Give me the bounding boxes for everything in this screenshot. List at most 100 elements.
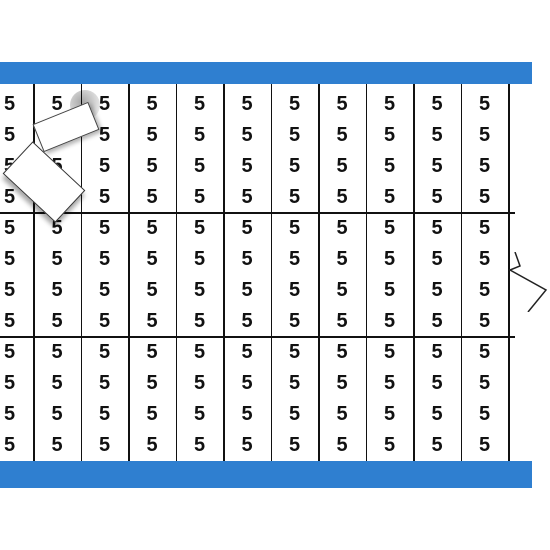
label-digit: 5 xyxy=(3,403,16,425)
label-digit: 5 xyxy=(3,434,16,456)
label-digit: 5 xyxy=(146,93,158,115)
label-digit: 5 xyxy=(146,155,158,177)
label-digit: 5 xyxy=(478,341,491,363)
label-digit: 5 xyxy=(478,93,491,115)
label-digit: 5 xyxy=(146,124,158,146)
card-top-band xyxy=(0,62,532,84)
label-digit: 5 xyxy=(336,341,348,363)
label-digit: 5 xyxy=(288,93,301,115)
label-digit: 5 xyxy=(241,341,253,363)
label-digit: 5 xyxy=(3,186,16,208)
label-digit: 5 xyxy=(431,186,443,208)
label-digit: 5 xyxy=(431,434,443,456)
label-digit: 5 xyxy=(288,186,301,208)
column-divider xyxy=(508,84,510,461)
label-digit: 5 xyxy=(146,186,158,208)
label-digit: 5 xyxy=(336,372,348,394)
column-divider xyxy=(365,84,368,461)
label-digit: 5 xyxy=(146,434,158,456)
label-digit: 5 xyxy=(51,93,63,115)
label-digit: 5 xyxy=(478,248,491,270)
label-digit: 5 xyxy=(98,341,111,363)
label-digit: 5 xyxy=(478,155,491,177)
label-digit: 5 xyxy=(3,93,16,115)
label-digit: 5 xyxy=(98,124,111,146)
label-digit: 5 xyxy=(193,93,206,115)
label-digit: 5 xyxy=(431,155,443,177)
label-digit: 5 xyxy=(383,248,396,270)
label-digit: 5 xyxy=(51,434,63,456)
column-divider xyxy=(270,84,273,461)
label-digit: 5 xyxy=(336,403,348,425)
label-digit: 5 xyxy=(431,279,443,301)
label-digit: 5 xyxy=(51,248,63,270)
label-digit: 5 xyxy=(241,372,253,394)
label-digit: 5 xyxy=(3,124,16,146)
label-digit: 5 xyxy=(146,310,158,332)
label-digit: 5 xyxy=(383,217,396,239)
label-digit: 5 xyxy=(383,434,396,456)
label-digit: 5 xyxy=(193,434,206,456)
label-digit: 5 xyxy=(51,217,63,239)
label-digit: 5 xyxy=(241,186,253,208)
label-digit: 5 xyxy=(478,186,491,208)
column-divider xyxy=(175,84,178,461)
label-digit: 5 xyxy=(146,372,158,394)
group-divider xyxy=(0,212,515,214)
label-digit: 5 xyxy=(336,124,348,146)
column-divider xyxy=(413,84,415,461)
label-digit: 5 xyxy=(98,186,111,208)
label-digit: 5 xyxy=(51,403,63,425)
label-digit: 5 xyxy=(288,434,301,456)
label-digit: 5 xyxy=(383,93,396,115)
label-digit: 5 xyxy=(241,310,253,332)
label-digit: 5 xyxy=(146,403,158,425)
card-bottom-band xyxy=(0,461,532,488)
tear-notch-icon xyxy=(508,252,548,312)
label-digit: 5 xyxy=(98,93,111,115)
label-digit: 5 xyxy=(241,93,253,115)
label-digit: 5 xyxy=(383,372,396,394)
label-digit: 5 xyxy=(478,434,491,456)
column-divider xyxy=(80,84,83,461)
label-digit: 5 xyxy=(431,403,443,425)
label-digit: 5 xyxy=(3,279,16,301)
label-digit: 5 xyxy=(336,155,348,177)
group-divider xyxy=(0,336,515,338)
label-digit: 5 xyxy=(146,217,158,239)
label-digit: 5 xyxy=(3,217,16,239)
label-digit: 5 xyxy=(288,217,301,239)
label-digit: 5 xyxy=(51,372,63,394)
label-digit: 5 xyxy=(336,248,348,270)
label-digit: 5 xyxy=(431,217,443,239)
column-divider xyxy=(223,84,225,461)
label-digit: 5 xyxy=(288,372,301,394)
label-digit: 5 xyxy=(193,341,206,363)
label-digit: 5 xyxy=(288,124,301,146)
label-digit: 5 xyxy=(3,248,16,270)
label-digit: 5 xyxy=(431,93,443,115)
label-digit: 5 xyxy=(51,341,63,363)
label-digit: 5 xyxy=(193,124,206,146)
label-digit: 5 xyxy=(383,310,396,332)
label-digit: 5 xyxy=(3,372,16,394)
label-digit: 5 xyxy=(193,310,206,332)
label-digit: 5 xyxy=(146,279,158,301)
label-digit: 5 xyxy=(98,372,111,394)
label-digit: 5 xyxy=(478,310,491,332)
label-digit: 5 xyxy=(51,310,63,332)
label-digit: 5 xyxy=(383,186,396,208)
label-digit: 5 xyxy=(98,279,111,301)
label-digit: 5 xyxy=(336,434,348,456)
label-digit: 5 xyxy=(98,248,111,270)
label-digit: 5 xyxy=(383,403,396,425)
label-digit: 5 xyxy=(336,217,348,239)
label-digit: 5 xyxy=(51,279,63,301)
label-digit: 5 xyxy=(241,434,253,456)
label-digit: 5 xyxy=(193,155,206,177)
label-digit: 5 xyxy=(478,124,491,146)
label-digit: 5 xyxy=(193,217,206,239)
label-digit: 5 xyxy=(193,372,206,394)
label-digit: 5 xyxy=(431,248,443,270)
